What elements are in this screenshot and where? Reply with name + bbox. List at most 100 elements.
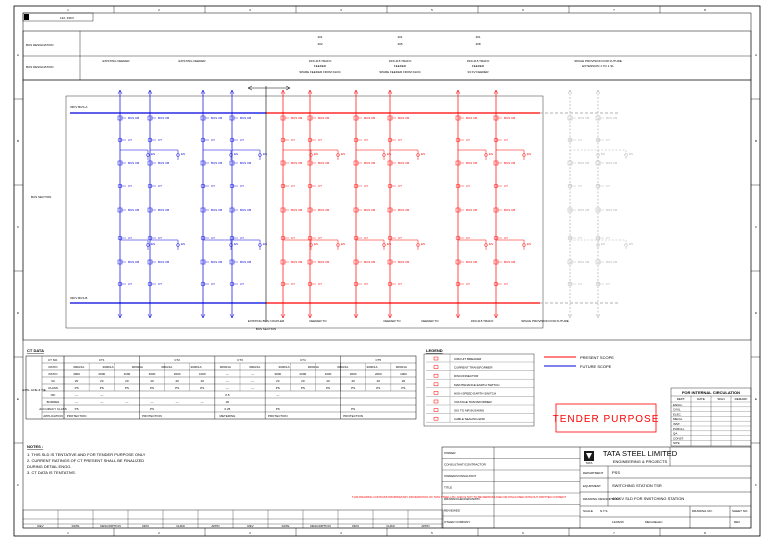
- zone-row-left: C: [17, 225, 20, 229]
- equipment-tag: CT: [466, 184, 470, 188]
- legend-symbol: [433, 391, 439, 395]
- tata-logo: TATA: [584, 451, 594, 465]
- rev-col-header: DRN: [352, 524, 359, 528]
- earth-switch-tag: ES: [387, 152, 391, 156]
- earth-switch-tag: ES: [263, 152, 267, 156]
- equipment-tag: CT: [158, 282, 162, 286]
- rev-col-header: DRN: [142, 524, 149, 528]
- zone-col-bottom: 8: [704, 531, 706, 535]
- dist-row-label: PURCH.: [673, 427, 685, 431]
- ct-group-header: CT5: [375, 358, 381, 362]
- ct-cell: 20: [301, 379, 305, 383]
- equipment-tag: BUS CB: [211, 260, 222, 264]
- dist-row-label: SITE: [673, 441, 680, 445]
- equipment-tag: CT: [240, 184, 244, 188]
- equipment-tag: CT: [578, 236, 582, 240]
- earth-switch-tag: ES: [341, 152, 345, 156]
- earth-switch-tag: ES: [341, 242, 345, 246]
- equipment-tag: CT: [240, 282, 244, 286]
- ct-row-group: EXIS- LINE & TIE: [22, 388, 46, 392]
- earth-switch-tag: ES: [387, 242, 391, 246]
- ct-sub-header: 3000/1A: [102, 365, 113, 369]
- equipment-tag: CT: [128, 138, 132, 142]
- ct-cell: 20: [351, 379, 355, 383]
- ct-cell: PROTECTION: [67, 414, 87, 418]
- scale-label: SCALE: [583, 509, 593, 513]
- ct-sub-header: 3000/1A: [337, 365, 348, 369]
- bay-bottom-label: 33/0.415 TRAFO: [471, 319, 494, 323]
- legend-item-label: VOLTAGE TRANSFORMER: [454, 400, 493, 404]
- equipment-tag: BUS CB: [240, 208, 251, 212]
- title-block-label: OWNER/CONSULTANT: [444, 474, 476, 478]
- ct-sub-header: 3000/1A: [132, 365, 143, 369]
- svg-text:TATA: TATA: [586, 461, 593, 465]
- drawing-desc-value: 400KV SLD FOR SWITCHING STATION: [612, 496, 684, 501]
- earth-switch-symbol: [336, 243, 340, 247]
- equipment-tag: BUS CB: [606, 161, 617, 165]
- title-block-left: OWNERCONSULTANT/CONTRACTOROWNER/CONSULTA…: [442, 451, 580, 524]
- earth-switch-symbol: [624, 153, 628, 157]
- equipment-tag: BUS CB: [578, 208, 589, 212]
- ct-cell: —: [201, 400, 204, 404]
- ct-sub-header-label: RATIO: [49, 365, 59, 369]
- dist-row-label: MECH.: [673, 417, 683, 421]
- equipment-tag: BUS CB: [158, 116, 169, 120]
- ct-cell: 20: [226, 400, 230, 404]
- equipment-tag: BUS CB: [211, 208, 222, 212]
- gis-boundary: [65, 95, 544, 329]
- dist-col-header: SIGN: [717, 397, 724, 401]
- legend-symbol: [433, 373, 439, 378]
- earth-switch-tag: ES: [234, 152, 238, 156]
- company-name: TATA STEEL LIMITED: [603, 449, 678, 458]
- equipment-tag: BUS CB: [364, 161, 375, 165]
- feeder-name: SPACE PROVISION FOR FUTURE: [574, 59, 622, 63]
- ct-cell: —: [176, 400, 179, 404]
- legend-item-label: GIS TO AIR BUSHING: [454, 409, 485, 413]
- earth-switch-symbol: [484, 153, 488, 157]
- diagram-frame: [22, 79, 752, 341]
- drawing-desc-label: DRAWING DESCRIPTION: [583, 497, 619, 501]
- equipment-tag: BUS CB: [128, 116, 139, 120]
- ct-cell: 20: [402, 379, 406, 383]
- equipment-tag: BUS CB: [606, 208, 617, 212]
- equipment-tag: CT: [128, 282, 132, 286]
- ct-cell: —: [226, 379, 229, 383]
- earth-switch-tag: ES: [629, 152, 633, 156]
- equipment-tag: BUS CB: [504, 208, 515, 212]
- ct-cell: —: [251, 372, 254, 376]
- ct-cell: PS: [276, 386, 280, 390]
- ct-cell: 1000: [124, 372, 131, 376]
- equipment-tag: CT: [398, 282, 402, 286]
- ct-sub-header: 3000/1A: [161, 365, 172, 369]
- ct-cell: —: [226, 372, 229, 376]
- equipment-tag: BUS CB: [240, 116, 251, 120]
- ct-cell: 20: [326, 379, 330, 383]
- earth-switch-symbol: [484, 243, 488, 247]
- dist-col-header: REMARK: [735, 397, 748, 401]
- feeder-source: SPARE FEEDER FROM DLDC: [299, 70, 341, 74]
- equipment-tag: CT: [578, 282, 582, 286]
- equipment-tag: BUS CB: [291, 260, 302, 264]
- rev-col-header: DESCRIPTION: [100, 524, 121, 528]
- zone-col-top: 2: [158, 8, 160, 12]
- rev-col-header: DATE: [282, 524, 290, 528]
- ct-row-label: CLASS: [48, 386, 58, 390]
- ct-cell: PS: [100, 386, 104, 390]
- legend-symbol: [433, 399, 439, 404]
- corner-label: 132, 33KV: [60, 16, 74, 20]
- earth-switch-tag: ES: [421, 152, 425, 156]
- tender-box: [555, 403, 657, 433]
- ct-sub-header: 3000/1A: [396, 365, 407, 369]
- equipment-tag: CT: [466, 282, 470, 286]
- ct-cell: 20: [175, 379, 179, 383]
- equipment-tag: BUS CB: [158, 208, 169, 212]
- equipment-tag: BUS CB: [364, 260, 375, 264]
- earth-switch-tag: ES: [421, 242, 425, 246]
- main-bus-label: BUS SECTION: [31, 195, 51, 199]
